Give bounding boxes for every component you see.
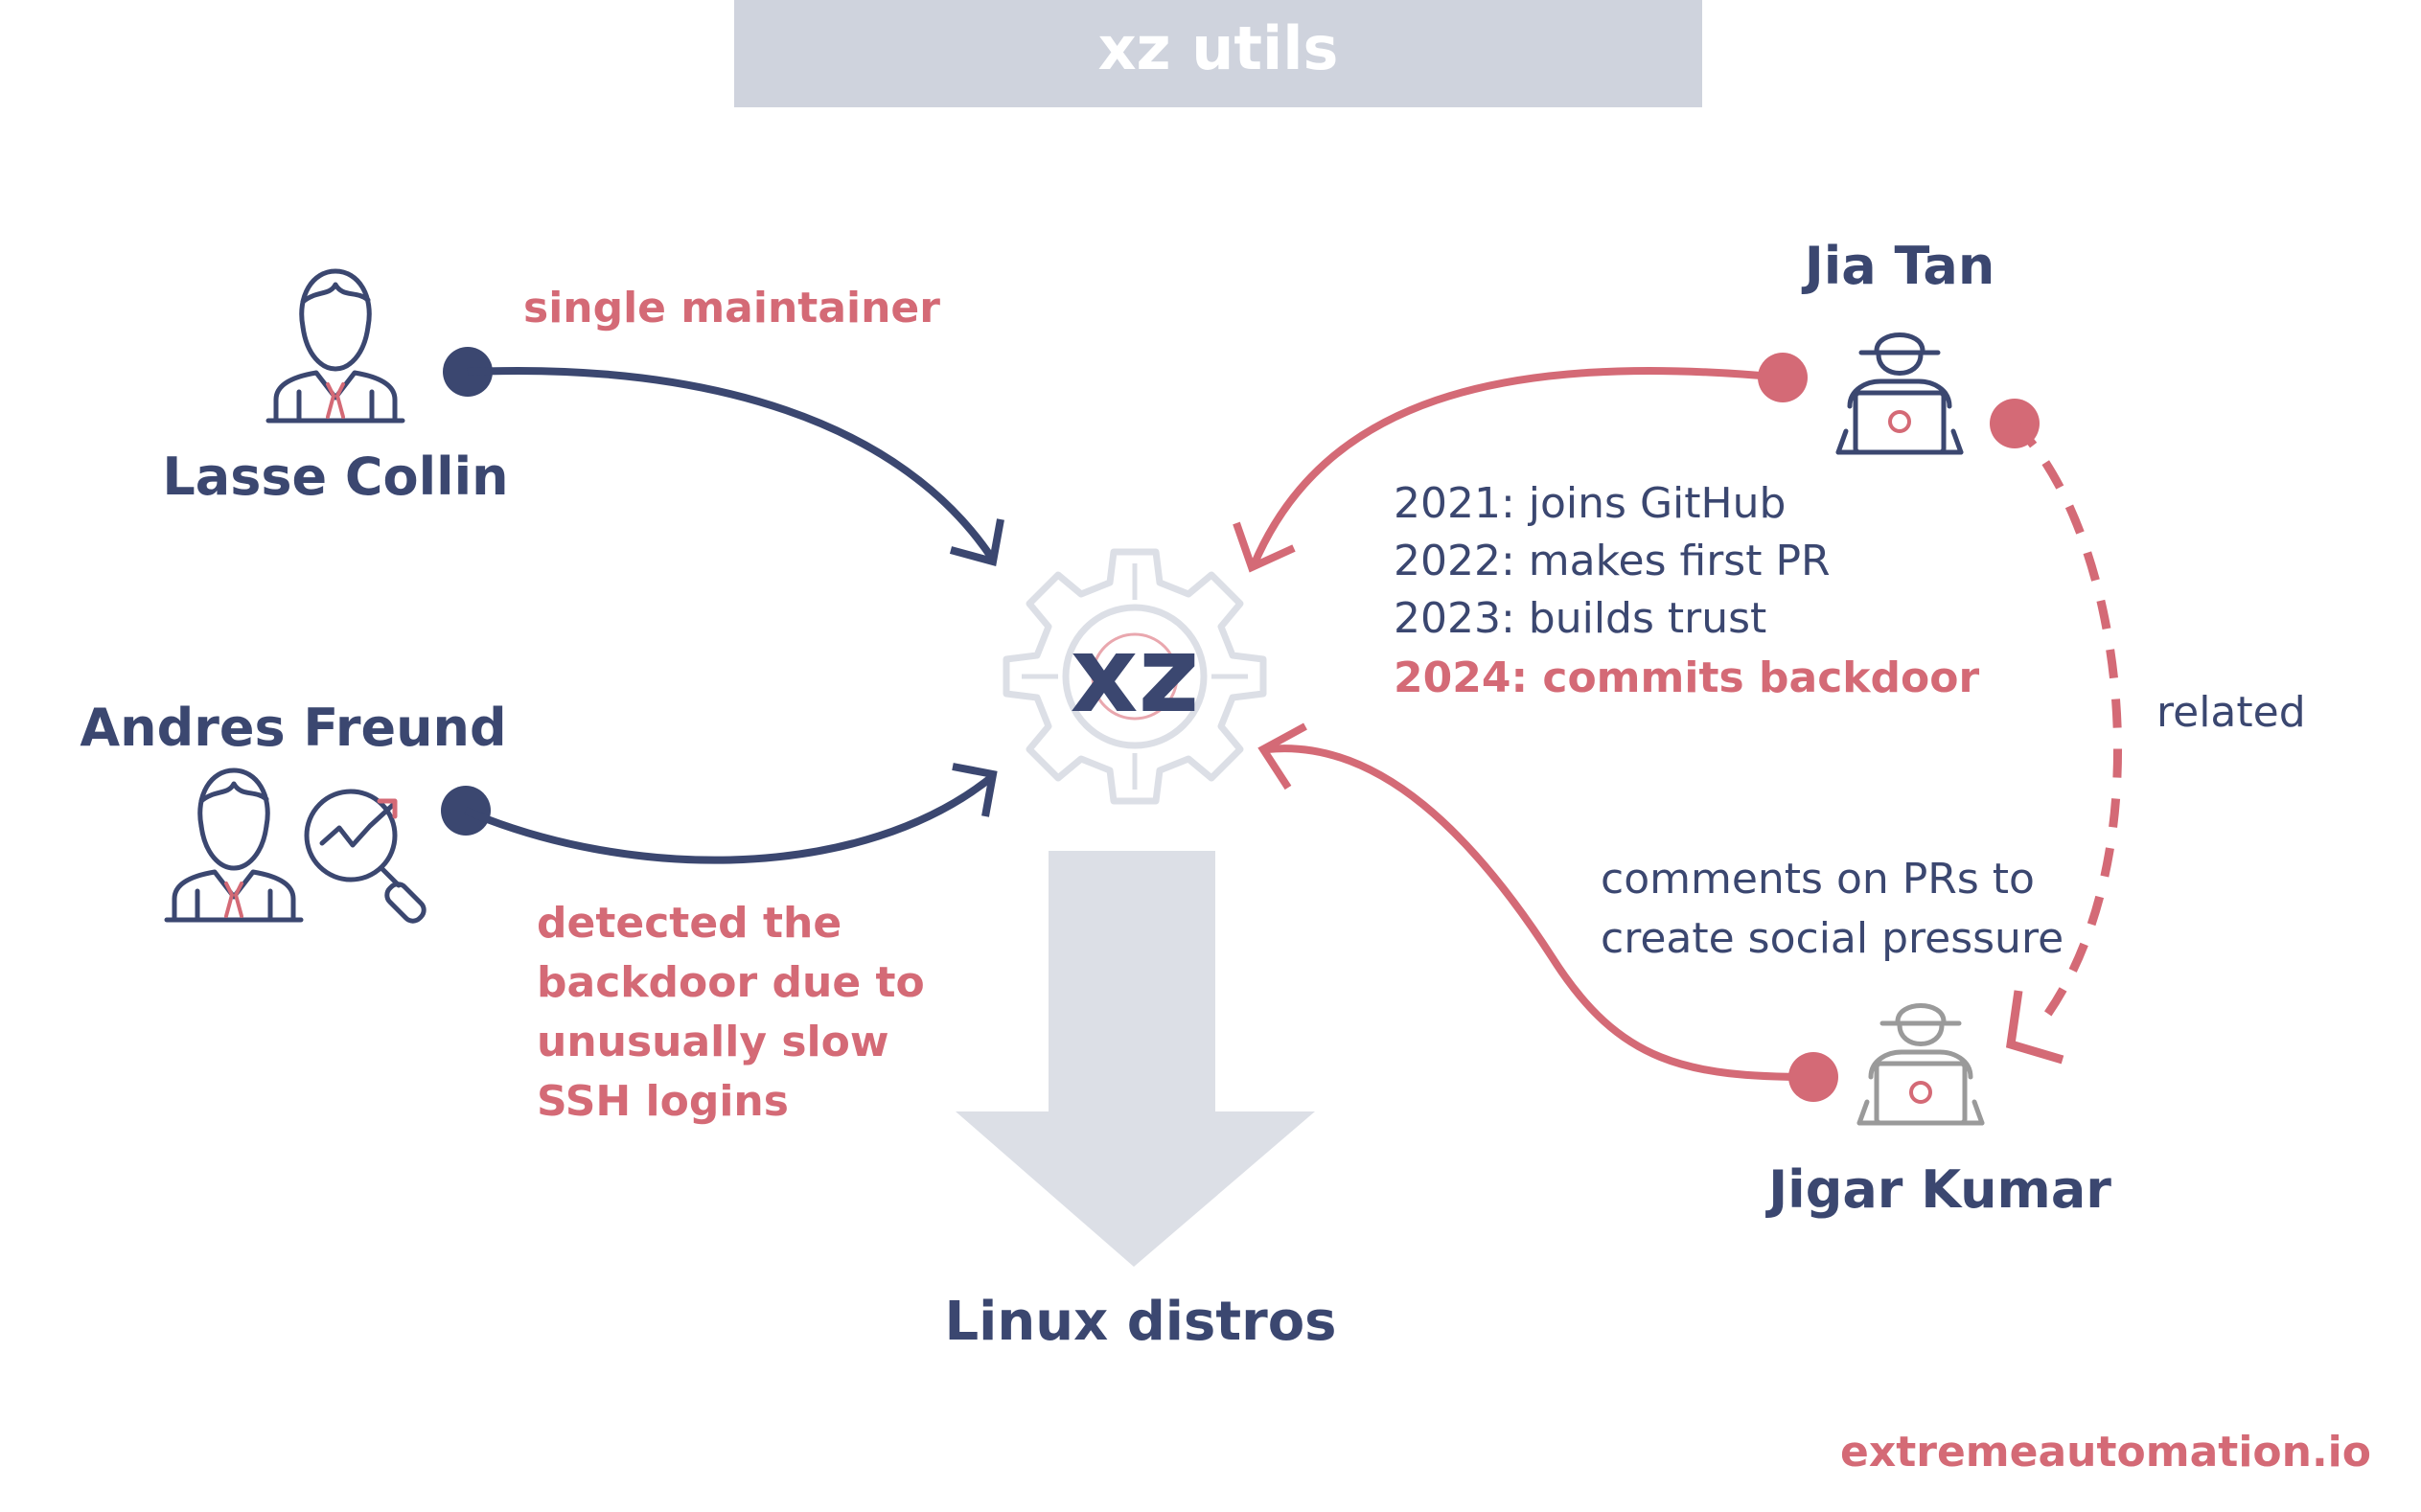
jigar-annotation-line-1: comments on PRs to bbox=[1601, 855, 2035, 904]
linux-distros-label: Linux distros bbox=[944, 1291, 1336, 1353]
title-bar bbox=[734, 0, 1702, 107]
hacker-laptop-icon bbox=[1856, 1003, 1985, 1126]
related-edge-curve bbox=[2011, 420, 2123, 1028]
jia-timeline-2024: 2024: commits backdoor bbox=[1394, 653, 1979, 702]
jia-timeline-2023: 2023: builds trust bbox=[1394, 594, 1766, 643]
andres-edge-arrowhead bbox=[952, 763, 998, 817]
andres-annotation-line-3: unusually slow bbox=[537, 1018, 889, 1066]
lasse-collin-name: Lasse Collin bbox=[162, 447, 508, 507]
distros-down-arrow bbox=[956, 851, 1315, 1267]
person-icon bbox=[164, 767, 304, 923]
center-xz-label: xz bbox=[1071, 613, 1200, 736]
single-maintainer-label: single maintainer bbox=[523, 284, 940, 332]
hacker-laptop-icon bbox=[1835, 332, 1964, 455]
page-title: xz utils bbox=[1098, 13, 1339, 83]
person-icon bbox=[265, 268, 405, 424]
lasse-edge-curve bbox=[467, 366, 997, 562]
jia-edge-curve bbox=[1250, 367, 1784, 567]
jia-tan-name: Jia Tan bbox=[1801, 236, 1995, 296]
jia-timeline-2021: 2021: joins GitHub bbox=[1394, 479, 1786, 528]
jia-edge-arrowhead bbox=[1233, 521, 1296, 573]
footer-link[interactable]: extremeautomation.io bbox=[1840, 1428, 2371, 1477]
andres-annotation-line-1: detected the bbox=[537, 899, 842, 948]
jigar-annotation-line-2: create social pressure bbox=[1601, 914, 2064, 963]
related-edge-arrowhead bbox=[2005, 990, 2064, 1065]
jigar-kumar-name: Jigar Kumar bbox=[1764, 1159, 2111, 1220]
andres-freund-name: Andres Freund bbox=[80, 698, 506, 758]
gear-icon bbox=[1003, 548, 1267, 805]
jia-timeline-2022: 2022: makes first PR bbox=[1394, 537, 1831, 585]
analytics-magnifier-icon bbox=[304, 789, 427, 924]
jigar-edge-curve bbox=[1266, 745, 1814, 1081]
andres-annotation-line-2: backdoor due to bbox=[537, 958, 925, 1007]
andres-annotation-line-4: SSH logins bbox=[537, 1077, 789, 1126]
lasse-edge-arrowhead bbox=[949, 518, 1004, 567]
andres-edge-curve bbox=[464, 772, 996, 864]
related-label: related bbox=[2156, 688, 2306, 737]
jigar-edge-arrowhead bbox=[1257, 722, 1307, 790]
